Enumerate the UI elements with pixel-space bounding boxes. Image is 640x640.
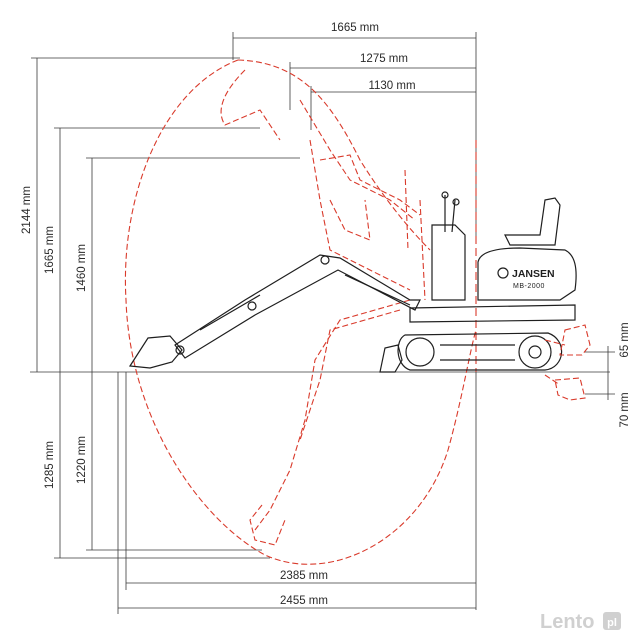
blade-positions [544,324,591,401]
dim-reach-1665: 1665 mm [331,22,379,34]
right-dimensions: 65 mm 70 mm [585,322,631,428]
top-dimensions: 1665 mm 1275 mm 1130 mm [232,22,477,240]
watermark-text: Lento [540,611,594,633]
watermark-badge [603,612,621,630]
bucket [128,335,183,369]
dozer-blade [379,344,403,373]
brand-name: JANSEN [512,268,555,280]
dim-max-height-2144: 2144 mm [21,186,33,234]
excavator: JANSEN MB-2000 [128,191,577,373]
dim-max-reach-2455: 2455 mm [280,595,328,607]
upper-frame [409,304,576,323]
boom [174,254,421,359]
dim-dump-height-1665: 1665 mm [44,226,56,274]
sprocket-wheel [518,335,552,369]
engine-cover [477,247,577,301]
dim-blade-drop-70: 70 mm [619,392,631,427]
seat [504,197,561,246]
model-name: MB-2000 [513,283,545,290]
arm-cylinder [199,294,261,331]
dim-height-1460: 1460 mm [76,244,88,292]
dim-reach-ground-2385: 2385 mm [280,570,328,582]
watermark: Lento pl [540,611,621,633]
brand-logo-icon [497,267,509,279]
working-envelope [124,59,477,565]
dim-dig-depth-1220: 1220 mm [76,436,88,484]
watermark-suffix: pl [607,617,617,629]
dim-reach-1275: 1275 mm [360,53,408,65]
left-dimensions: 2144 mm 1665 mm 1460 mm 1285 mm 1220 mm [21,57,300,559]
dim-blade-lift-65: 65 mm [619,322,631,357]
boom-cylinder [344,274,411,306]
control-tower [431,224,466,301]
idler-wheel [405,337,435,367]
bottom-dimensions: 2385 mm 2455 mm [117,372,477,614]
dim-dig-depth-1285: 1285 mm [44,441,56,489]
dim-reach-1130: 1130 mm [368,80,415,92]
